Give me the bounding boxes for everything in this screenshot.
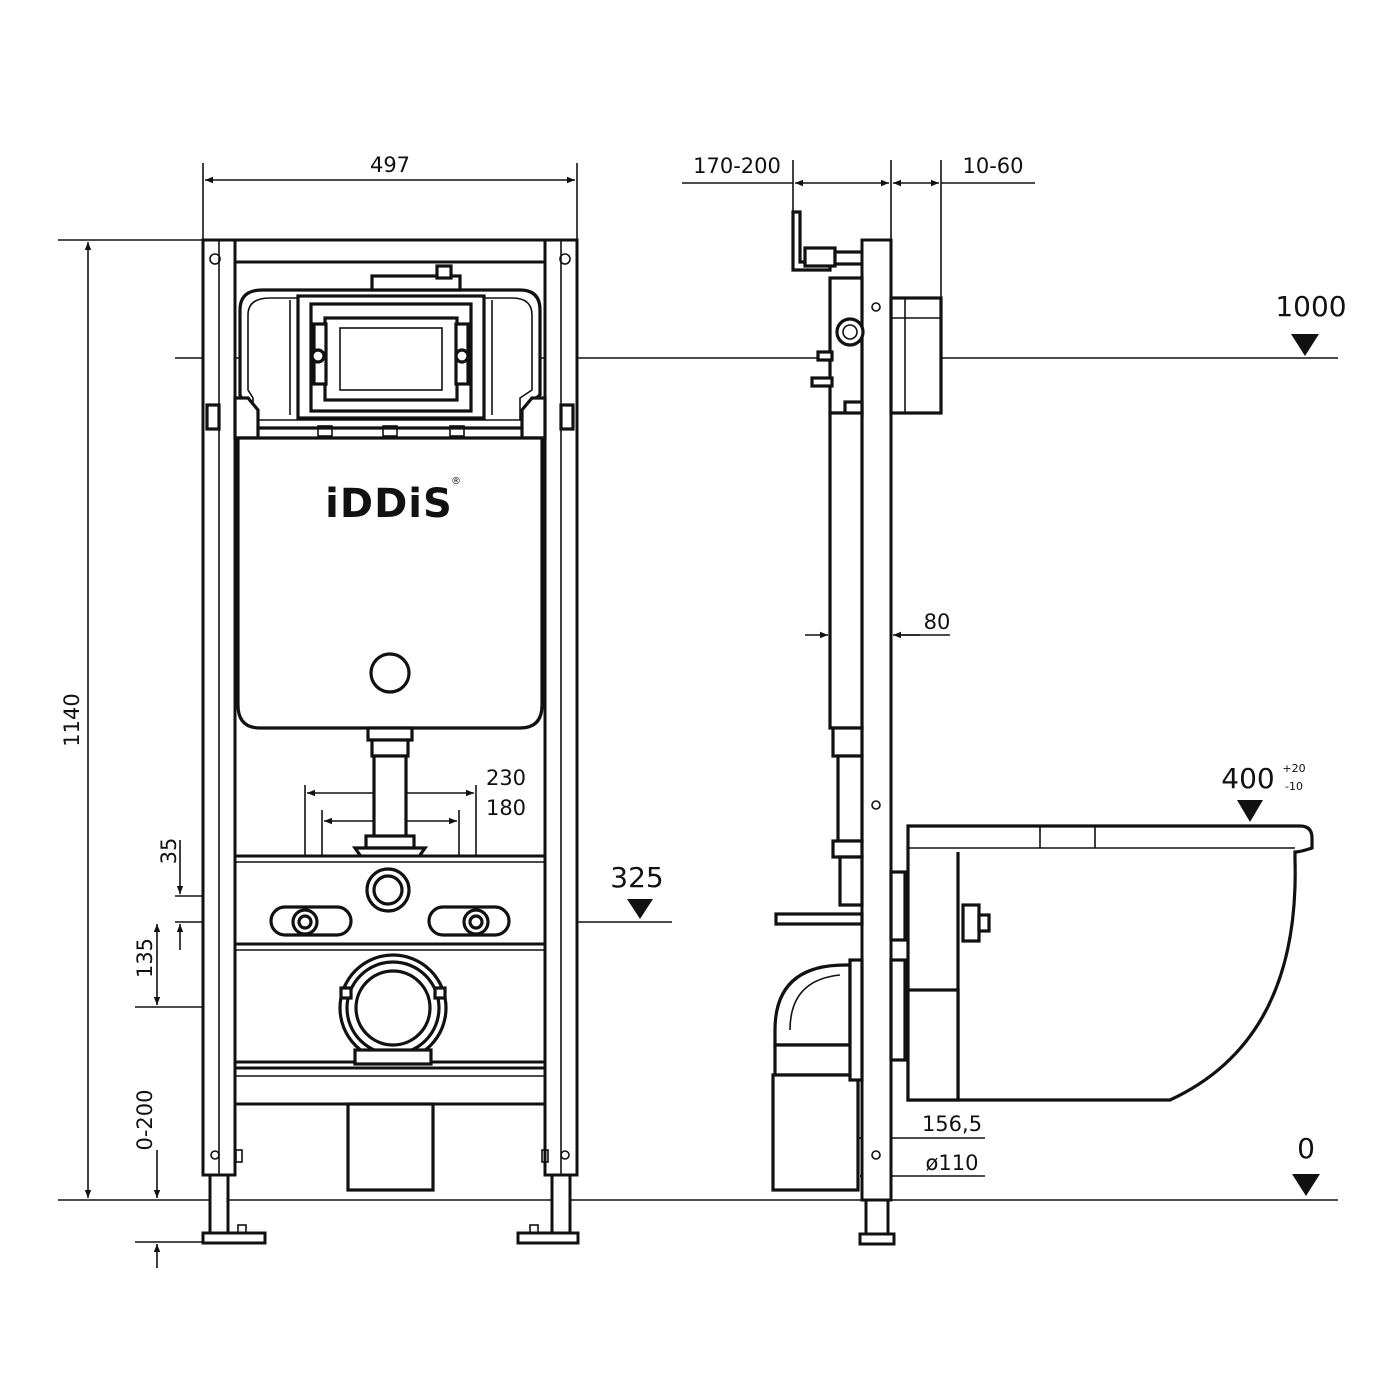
level-seat-tol-plus: +20: [1282, 762, 1305, 775]
dim-panel-depth: 10-60: [962, 154, 1023, 178]
dim-drain-diameter: ø110: [926, 1151, 979, 1175]
level-marker-seat: [1237, 800, 1263, 822]
dim-width: 497: [370, 153, 410, 177]
level-marker-floor: [1292, 1174, 1320, 1196]
level-floor: 0: [1297, 1132, 1315, 1165]
dim-pipe-spacing-inner: 180: [486, 796, 526, 820]
dim-leg-adjust: 0-200: [133, 1089, 157, 1150]
side-view: 170-200 10-60 80 156,5 ø110 1000 400 +20…: [682, 154, 1347, 1246]
dim-height: 1140: [60, 693, 84, 746]
dim-drain-depth: 156,5: [922, 1112, 982, 1136]
front-view: iDDiS ® 497 1140 230: [58, 153, 1338, 1268]
dim-frame-depth: 80: [924, 610, 951, 634]
level-supply: 325: [610, 861, 663, 894]
level-flush-button: 1000: [1275, 290, 1346, 323]
level-marker-supply: [627, 899, 653, 919]
level-seat: 400: [1221, 762, 1274, 795]
registered-mark: ®: [451, 476, 461, 487]
level-seat-tol-minus: -10: [1285, 780, 1303, 793]
dim-offset-wall: 170-200: [693, 154, 781, 178]
dim-pipe-spacing-outer: 230: [486, 766, 526, 790]
dim-drain-offset: 135: [133, 938, 157, 978]
dim-supply-offset: 35: [157, 838, 181, 865]
level-marker-flush: [1291, 334, 1319, 356]
brand-logo: iDDiS: [325, 481, 453, 527]
